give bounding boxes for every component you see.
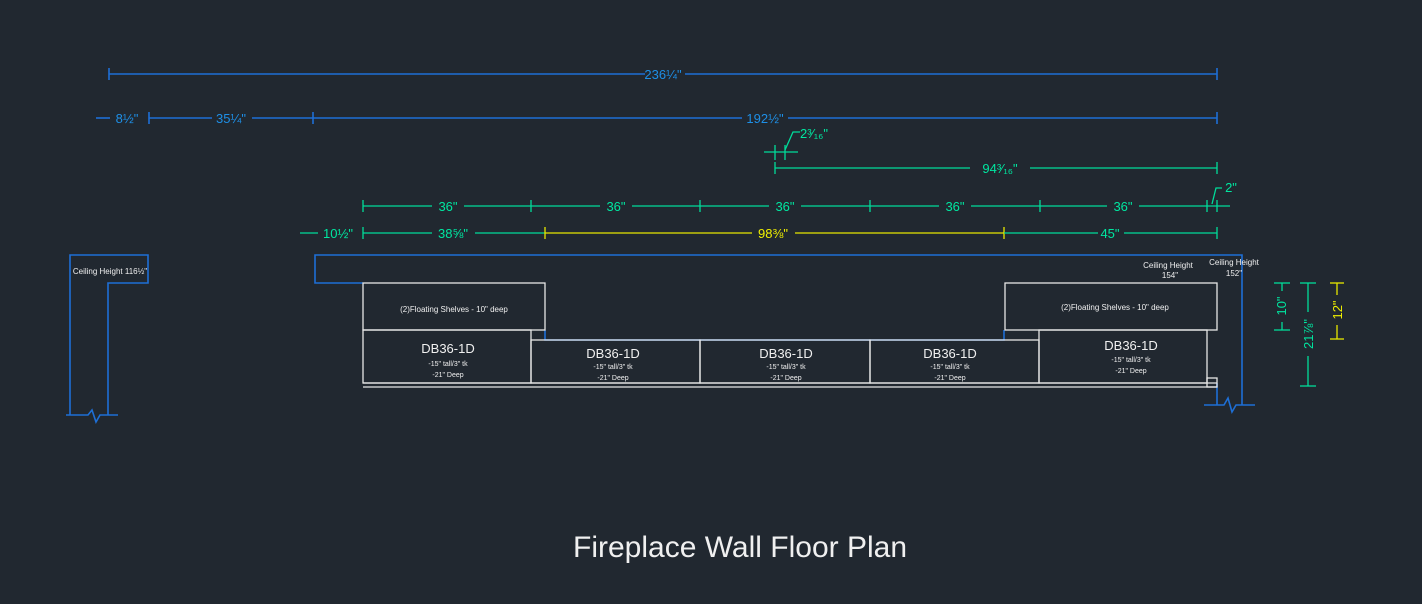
cabinet-model: DB36-1D	[421, 341, 474, 356]
cabinet-spec: -15" tall/3" tk	[766, 364, 806, 371]
cabinet-depth: -21" Deep	[1115, 368, 1146, 375]
cabinet-depth: -21" Deep	[432, 372, 463, 379]
cabinet-spec: -15" tall/3" tk	[593, 364, 633, 371]
cabinet-depth: -21" Deep	[770, 375, 801, 382]
shelf-depth-label: 10"	[1274, 296, 1289, 315]
drawing-title: Fireplace Wall Floor Plan	[573, 531, 907, 564]
shelf-label-right: (2)Floating Shelves - 10" deep	[1061, 303, 1169, 312]
ceiling-height-mid-label: Ceiling Height	[1143, 261, 1194, 270]
shelf-dimensions: 10½" 38⅝" 98⅜" 45"	[300, 226, 1218, 241]
overall-dimension: 236¼"	[108, 67, 1218, 82]
shelf-label-left: (2)Floating Shelves - 10" deep	[400, 305, 508, 314]
floating-shelves: (2)Floating Shelves - 10" deep (2)Floati…	[362, 282, 1218, 331]
cabinet-width-label: 36"	[438, 199, 457, 214]
ceiling-height-mid-value: 154"	[1162, 271, 1178, 280]
cabinet-width-dimensions: 36" 36" 36" 36" 36" 2"	[362, 180, 1237, 214]
cabinet-2: DB36-1D -15" tall/3" tk -21" Deep	[586, 346, 639, 382]
shelf-offset-label: 12"	[1330, 300, 1345, 319]
fireplace-opening-label: 98⅜"	[758, 226, 788, 241]
main-wall: Ceiling Height 154" Ceiling Height 152"	[314, 254, 1260, 415]
left-span-label: 35¼"	[216, 111, 246, 126]
second-row-dimensions: 8½" 35¼" 192½"	[96, 111, 1218, 126]
cabinet-model: DB36-1D	[1104, 338, 1157, 353]
cabinet-spec: -15" tall/3" tk	[428, 361, 468, 368]
end-gap-label: 2"	[1225, 180, 1237, 195]
cabinet-model: DB36-1D	[923, 346, 976, 361]
cabinet-1: DB36-1D -15" tall/3" tk -21" Deep	[421, 341, 474, 379]
left-offset-label: 10½"	[323, 226, 353, 241]
ceiling-height-right-label: Ceiling Height	[1209, 258, 1260, 267]
cabinet-5: DB36-1D -15" tall/3" tk -21" Deep	[1104, 338, 1157, 375]
ceiling-height-right-value: 152"	[1226, 269, 1242, 278]
left-shelf-label: 38⅝"	[438, 226, 468, 241]
overall-dimension-label: 236¼"	[644, 67, 682, 82]
cabinet-width-label: 36"	[1113, 199, 1132, 214]
cabinet-3: DB36-1D -15" tall/3" tk -21" Deep	[759, 346, 812, 382]
cabinet-depth-dimension-label: 21⅞"	[1301, 319, 1316, 349]
cabinets: DB36-1D -15" tall/3" tk -21" Deep DB36-1…	[362, 329, 1218, 388]
cabinet-depth: -21" Deep	[934, 375, 965, 382]
cabinet-depth: -21" Deep	[597, 375, 628, 382]
cabinet-model: DB36-1D	[759, 346, 812, 361]
cabinet-spec: -15" tall/3" tk	[1111, 357, 1151, 364]
left-return-label: 8½"	[116, 111, 139, 126]
ceiling-height-left: Ceiling Height 116½"	[73, 267, 147, 276]
small-offset-label: 2³⁄₁₆"	[800, 126, 828, 141]
cabinet-model: DB36-1D	[586, 346, 639, 361]
cabinet-spec: -15" tall/3" tk	[930, 364, 970, 371]
main-span-label: 192½"	[746, 111, 784, 126]
offset-dimensions: 2³⁄₁₆" 94³⁄₁₆"	[764, 126, 1218, 176]
cabinet-width-label: 36"	[606, 199, 625, 214]
cabinet-width-label: 36"	[945, 199, 964, 214]
left-wall: Ceiling Height 116½"	[66, 254, 149, 424]
cabinet-4: DB36-1D -15" tall/3" tk -21" Deep	[923, 346, 976, 382]
right-shelf-label: 45"	[1100, 226, 1119, 241]
vertical-dimensions: 10" 21⅞" 12"	[1274, 282, 1345, 387]
cabinet-width-label: 36"	[775, 199, 794, 214]
right-span-label: 94³⁄₁₆"	[982, 161, 1018, 176]
